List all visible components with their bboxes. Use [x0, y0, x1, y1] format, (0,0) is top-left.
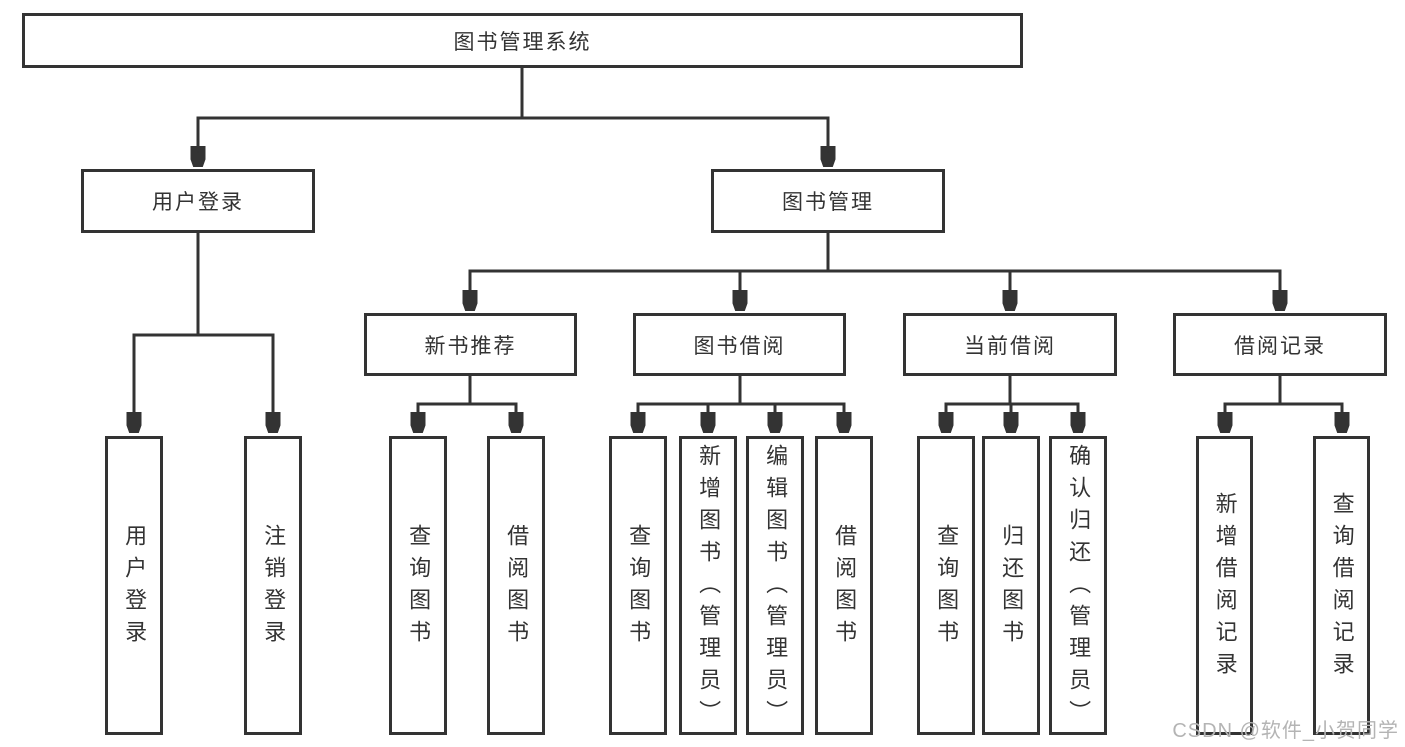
node-borrowing-records: 借阅记录 [1173, 313, 1387, 376]
leaf-borrow-query-book: 查询图书 [609, 436, 667, 735]
node-library-management-system-label: 图书管理系统 [453, 30, 592, 54]
leaf-logout-label: 注销登录 [261, 523, 287, 652]
csdn-watermark: CSDN @软件_小贺同学 [1172, 720, 1399, 742]
leaf-borrow-borrow-book-label: 借阅图书 [832, 523, 858, 652]
node-new-book-recommendation-label: 新书推荐 [424, 334, 517, 358]
node-new-book-recommendation: 新书推荐 [364, 313, 577, 376]
leaf-rec-query-book: 查询图书 [389, 436, 447, 735]
node-book-management-label: 图书管理 [782, 191, 874, 214]
node-user-login: 用户登录 [81, 169, 315, 233]
leaf-current-query-book: 查询图书 [917, 436, 975, 735]
leaf-current-return-book-label: 归还图书 [999, 523, 1025, 652]
node-book-management: 图书管理 [711, 169, 945, 233]
leaf-current-query-book-label: 查询图书 [934, 523, 960, 652]
connector-borrow-record-children [1224, 376, 1344, 430]
node-library-management-system: 图书管理系统 [22, 13, 1023, 68]
leaf-record-query: 查询借阅记录 [1313, 436, 1370, 735]
leaf-current-confirm-return-admin: 确认归还（管理员） [1049, 436, 1107, 735]
node-book-borrowing: 图书借阅 [633, 313, 846, 376]
node-book-borrowing-label: 图书借阅 [693, 334, 786, 358]
node-borrowing-records-label: 借阅记录 [1234, 334, 1326, 358]
leaf-record-add-label: 新增借阅记录 [1212, 491, 1238, 684]
connector-book-borrow-children [637, 376, 846, 430]
leaf-borrow-add-book-admin-label: 新增图书（管理员） [696, 443, 722, 732]
leaf-borrow-borrow-book: 借阅图书 [815, 436, 873, 735]
leaf-record-add: 新增借阅记录 [1196, 436, 1253, 735]
connector-user-login-children [133, 233, 275, 430]
leaf-rec-borrow-book: 借阅图书 [487, 436, 545, 735]
connector-root-to-level1 [197, 68, 830, 164]
node-user-login-label: 用户登录 [152, 191, 244, 214]
leaf-borrow-query-book-label: 查询图书 [626, 523, 652, 652]
leaf-borrow-edit-book-admin-label: 编辑图书（管理员） [763, 443, 789, 732]
node-current-borrowing-label: 当前借阅 [964, 334, 1056, 358]
leaf-rec-query-book-label: 查询图书 [406, 523, 432, 652]
connector-book-mgmt-children [469, 233, 1282, 308]
leaf-user-login-label: 用户登录 [122, 523, 148, 652]
leaf-rec-borrow-book-label: 借阅图书 [504, 523, 530, 652]
node-current-borrowing: 当前借阅 [903, 313, 1117, 376]
leaf-user-login: 用户登录 [105, 436, 163, 735]
leaf-logout: 注销登录 [244, 436, 302, 735]
connector-new-book-rec-children [417, 376, 518, 430]
connector-current-borrow-children [945, 376, 1080, 430]
leaf-borrow-edit-book-admin: 编辑图书（管理员） [746, 436, 804, 735]
leaf-current-return-book: 归还图书 [982, 436, 1040, 735]
leaf-borrow-add-book-admin: 新增图书（管理员） [679, 436, 737, 735]
leaf-record-query-label: 查询借阅记录 [1329, 491, 1355, 684]
leaf-current-confirm-return-admin-label: 确认归还（管理员） [1066, 443, 1092, 732]
